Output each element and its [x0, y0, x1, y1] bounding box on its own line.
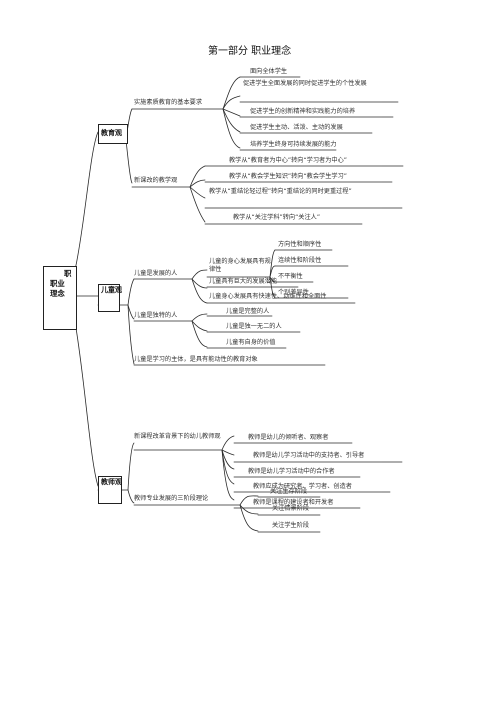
- leaf-label: 教师是课程的建设者和开发者: [253, 499, 334, 506]
- leaf-label: 培养学生终身可持续发展的能力: [250, 141, 337, 148]
- leaf-label: 个别差异性: [278, 289, 309, 296]
- sub-branch-label: 儿童的身心发展具有规律性: [209, 258, 271, 273]
- leaf-label: 方向性和顺序性: [278, 241, 322, 248]
- leaf-label: 促进学生的创新精神和实践能力的培养: [250, 108, 356, 115]
- branch-label: 实施素质教育的基本要求: [134, 99, 203, 106]
- leaf-label: 教学从“教会学生知识”转向“教会学生学习”: [229, 173, 348, 180]
- sub-branch-label: 儿童具有巨大的发展潜能: [209, 278, 278, 285]
- root-label-line1: 职: [64, 269, 72, 278]
- leaf-label: 教师是幼儿学习活动中的合作者: [248, 468, 335, 475]
- leaf-label: 教师应成为研究者、学习者、创造者: [253, 483, 352, 490]
- leaf-label: 儿童是完整的人: [226, 308, 270, 315]
- branch-label: 儿童是发展的人: [134, 270, 178, 277]
- branch-label: 新课程改革背景下的幼儿教师观: [134, 433, 221, 440]
- root-label-line2: 职业: [50, 279, 65, 288]
- leaf-label: 教学从“关注学科”转向“关注人”: [233, 214, 321, 221]
- branch-label: 儿童是独特的人: [134, 312, 178, 319]
- category-label: 教育观: [101, 129, 122, 137]
- category-child-view: 儿童观: [98, 284, 122, 312]
- root-label-line3: 理念: [50, 289, 65, 298]
- branch-label: 教师专业发展的三阶段理论: [134, 495, 209, 502]
- leaf-label: 不平衡性: [278, 273, 303, 280]
- leaf-label: 关注情景阶段: [272, 505, 310, 512]
- leaf-label: 教师是幼儿的倾听者、观察者: [248, 434, 329, 441]
- category-label: 儿童观: [101, 286, 122, 294]
- leaf-label: 教师是幼儿学习活动中的支持者、引导者: [253, 452, 365, 459]
- category-education-view: 教育观: [98, 124, 128, 144]
- leaf-label: 教学从“重结论轻过程”转向“重结论的同时更重过程”: [209, 188, 352, 195]
- category-teacher-view: 教师观: [98, 476, 122, 504]
- leaf-label: 促进学生全面发展的同时促进学生的个性发展: [243, 80, 367, 87]
- leaf-label: 关注生存阶段: [270, 488, 308, 495]
- root-node: 职 职业 理念: [43, 266, 77, 330]
- leaf-label: 教学从“教育者为中心”转向“学习者为中心”: [229, 157, 348, 164]
- branch-label: 儿童是学习的主体，是具有能动性的教育对象: [134, 356, 258, 363]
- leaf-label: 促进学生主动、活泼、主动的发展: [250, 124, 343, 131]
- page-title: 第一部分 职业理念: [208, 46, 292, 57]
- category-label: 教师观: [101, 478, 122, 486]
- leaf-label: 儿童有自身的价值: [226, 339, 276, 346]
- branch-label: 新课改的教学观: [134, 177, 178, 184]
- leaf-label: 面向全体学生: [250, 68, 288, 75]
- leaf-label: 连续性和阶段性: [278, 257, 322, 264]
- sub-branch-label: 儿童身心发展具有快速性、动维性和全面性: [209, 293, 327, 300]
- leaf-label: 儿童是独一无二的人: [226, 323, 282, 330]
- leaf-label: 关注学生阶段: [272, 522, 310, 529]
